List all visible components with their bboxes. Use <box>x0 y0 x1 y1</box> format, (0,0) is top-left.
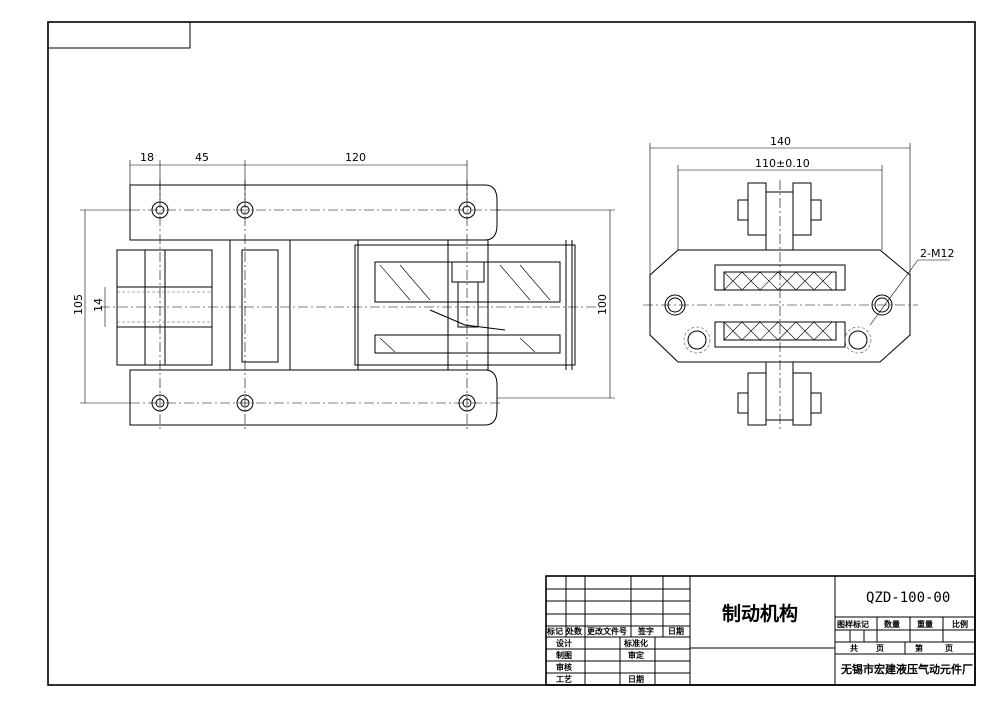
part-code: QZD-100-00 <box>866 590 950 606</box>
drawing-frame <box>47 21 976 686</box>
meta-quantity: 数量 <box>884 619 900 629</box>
meta-scale: 比例 <box>952 619 968 629</box>
dim-14: 14 <box>92 298 105 312</box>
rev-header-date: 日期 <box>668 626 684 636</box>
thread-callout: 2-M12 <box>920 247 954 260</box>
rev-header-mark: 标记 <box>546 626 563 636</box>
role-approve: 审定 <box>628 650 644 660</box>
role-process: 工艺 <box>556 674 572 684</box>
sheet-total-unit: 页 <box>876 644 884 653</box>
role-standard: 标准化 <box>623 638 648 648</box>
meta-weight: 重量 <box>917 619 933 629</box>
dim-120: 120 <box>345 151 366 164</box>
sheet-num-label: 第 <box>915 643 923 653</box>
rev-header-doc: 更改文件号 <box>587 626 627 636</box>
side-view: 140 110±0.10 2-M12 <box>643 135 954 430</box>
role-design: 设计 <box>556 638 572 648</box>
rev-header-sign: 签字 <box>637 626 654 636</box>
company-name: 无锡市宏建液压气动元件厂 <box>840 662 973 676</box>
role-check: 审核 <box>556 662 572 672</box>
part-name: 制动机构 <box>722 602 798 625</box>
sheet-total-label: 共 <box>850 643 858 653</box>
dim-110-tolerance: 110±0.10 <box>755 157 810 170</box>
front-view: 18 45 120 105 14 100 <box>72 151 615 430</box>
meta-drawing-mark: 图样标记 <box>837 619 869 629</box>
dim-18: 18 <box>140 151 154 164</box>
dim-140: 140 <box>770 135 791 148</box>
rev-header-count: 处数 <box>565 626 583 636</box>
sheet-num-unit: 页 <box>945 644 953 653</box>
title-block: 标记 处数 更改文件号 签字 日期 设计 制图 审核 工艺 标准化 审定 日期 … <box>545 575 976 686</box>
dim-105: 105 <box>72 294 85 315</box>
dim-45: 45 <box>195 151 209 164</box>
dim-100: 100 <box>596 294 609 315</box>
role-draw: 制图 <box>556 650 572 660</box>
role-date: 日期 <box>628 674 644 684</box>
corner-box <box>47 21 191 49</box>
